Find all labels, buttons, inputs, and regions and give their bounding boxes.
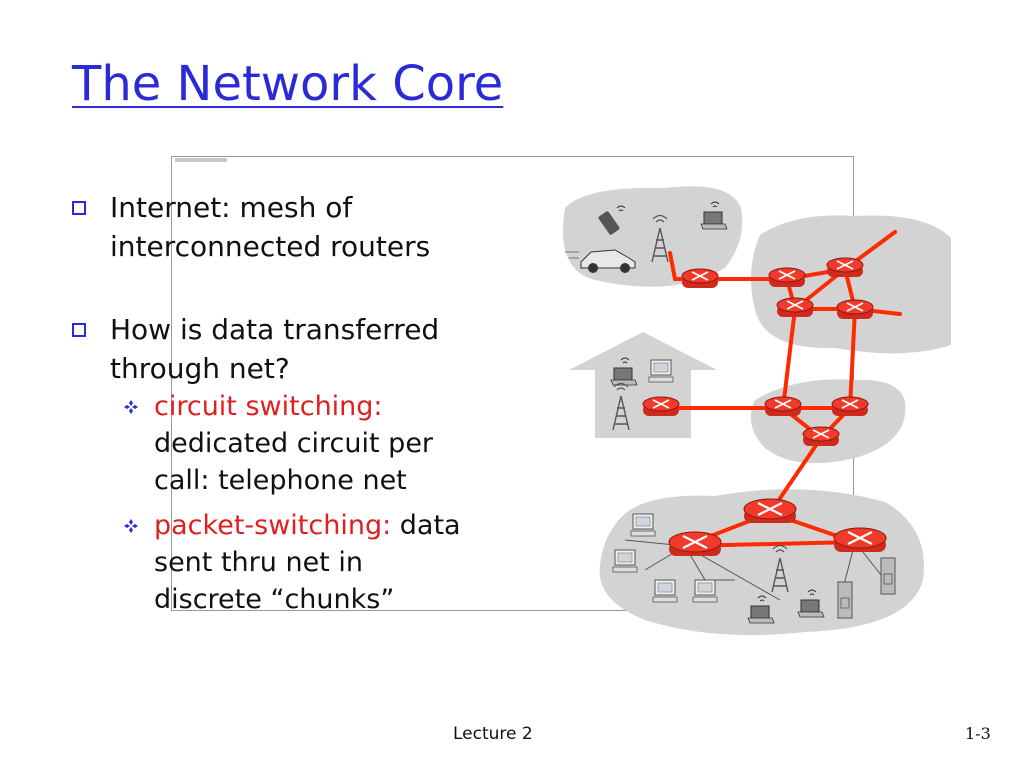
router-icon (742, 497, 798, 525)
router-icon (764, 396, 802, 417)
sub-bullet-highlight: packet-switching: (154, 510, 392, 541)
router-icon (831, 396, 869, 417)
regional-isp-cloud (750, 379, 906, 464)
bullet-internet-mesh: Internet: mesh of interconnected routers (72, 188, 542, 266)
bullet-data-transfer: How is data transferred through net? (72, 310, 542, 388)
square-bullet-icon (72, 323, 86, 337)
desktop-icon (612, 549, 638, 573)
footer-lecture-label: Lecture 2 (453, 724, 533, 744)
sub-bullet-circuit-switching: circuit switching: dedicated circuit per… (124, 388, 542, 499)
slide-title: The Network Core (72, 56, 504, 112)
diamond-bullet-icon (124, 400, 138, 414)
network-core-diagram (563, 186, 951, 636)
bullet-line: Internet: mesh of (110, 191, 353, 224)
bullet-list: Internet: mesh of interconnected routers… (72, 188, 542, 618)
router-icon (802, 426, 840, 447)
cellphone-icon (598, 205, 626, 235)
router-icon (832, 526, 888, 554)
sub-bullet-line: discrete “chunks” (154, 584, 395, 615)
router-icon (642, 396, 680, 417)
desktop-icon (630, 513, 656, 537)
desktop-icon (692, 579, 718, 603)
car-icon (565, 249, 636, 273)
router-icon (681, 268, 719, 289)
frame-caption-placeholder (175, 158, 227, 162)
server-icon (837, 581, 853, 619)
router-icon (776, 297, 814, 318)
square-bullet-icon (72, 201, 86, 215)
footer-page-number: 1-3 (965, 724, 991, 743)
server-icon (880, 557, 896, 595)
bullet-line: through net? (110, 352, 290, 385)
desktop-icon (648, 359, 674, 383)
router-icon (826, 257, 864, 278)
desktop-icon (652, 579, 678, 603)
bullet-line: interconnected routers (110, 230, 431, 263)
home-network-shape (569, 332, 717, 438)
router-icon (836, 299, 874, 320)
sub-bullet-line: sent thru net in (154, 547, 363, 578)
sub-bullet-text: data (391, 510, 461, 541)
bullet-line: How is data transferred (110, 313, 440, 346)
sub-bullet-line: call: telephone net (154, 465, 407, 496)
diamond-bullet-icon (124, 519, 138, 533)
global-isp-cloud (751, 215, 951, 354)
router-icon (768, 267, 806, 288)
sub-bullet-packet-switching: packet-switching: data sent thru net in … (124, 507, 542, 618)
sub-bullet-highlight: circuit switching: (154, 391, 383, 422)
sub-bullet-line: dedicated circuit per (154, 428, 434, 459)
router-icon (667, 530, 723, 558)
